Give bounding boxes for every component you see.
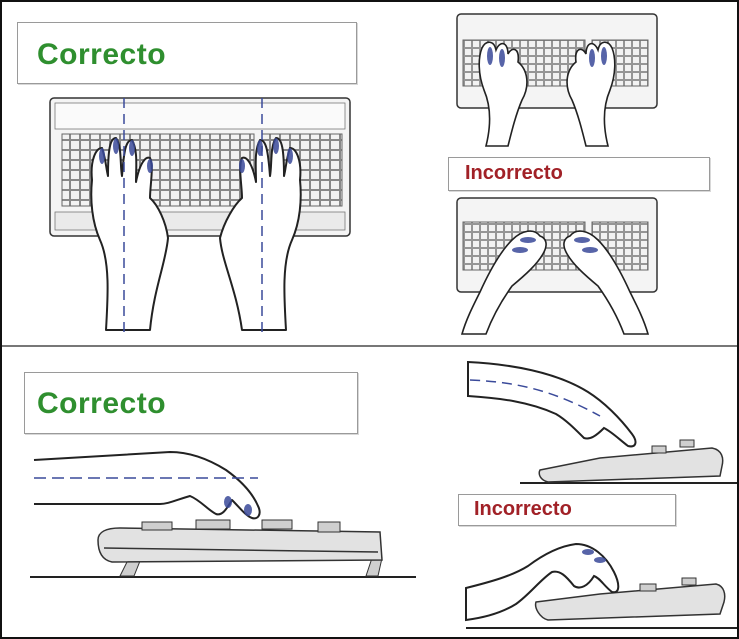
label-box-bottom-right bbox=[458, 494, 676, 526]
incorrect-side-keyboard-upper-icon bbox=[520, 439, 737, 484]
label-incorrect-top: Incorrecto bbox=[465, 162, 563, 184]
incorrect-side-hand-lower-icon bbox=[465, 542, 620, 622]
wrist-bent-line-upper bbox=[469, 379, 601, 417]
label-box-bottom-left bbox=[24, 372, 358, 434]
incorrect-side-hand-upper-icon bbox=[467, 360, 637, 448]
incorrect-hands-upper-icon bbox=[478, 41, 616, 147]
correct-front-hands-icon bbox=[90, 137, 302, 331]
label-correct-bottom: Correcto bbox=[37, 387, 167, 420]
alignment-lines bbox=[123, 98, 263, 332]
incorrect-hands-lower-icon bbox=[460, 230, 650, 335]
label-box-top-right bbox=[448, 157, 710, 191]
label-incorrect-bottom: Incorrecto bbox=[474, 498, 572, 520]
label-box-top-left bbox=[17, 22, 357, 84]
correct-side-hand-icon bbox=[33, 451, 261, 520]
finger-tips-upper bbox=[487, 47, 607, 67]
incorrect-side-keyboard-lower-icon bbox=[466, 577, 737, 629]
correct-side-keyboard-icon bbox=[30, 519, 416, 578]
finger-tips-bent bbox=[582, 549, 606, 563]
label-correct-top: Correcto bbox=[37, 38, 167, 71]
finger-tips-side bbox=[224, 496, 252, 516]
finger-tips-lower bbox=[512, 237, 598, 253]
